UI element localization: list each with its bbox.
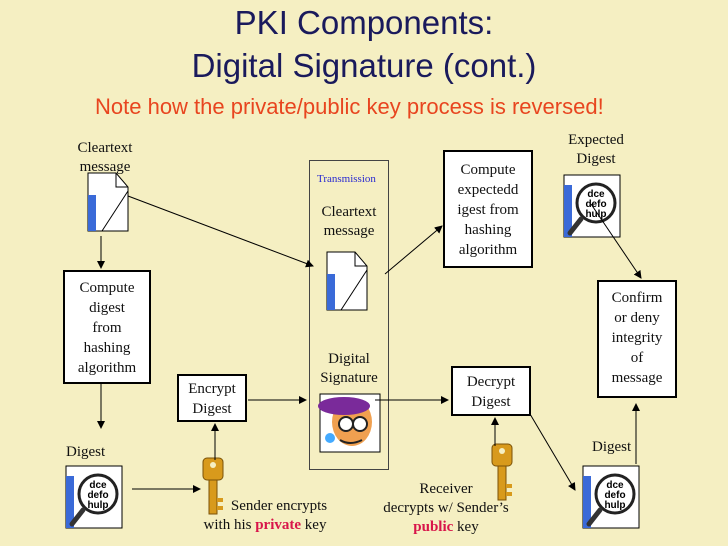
transmission-label: Transmission [317, 173, 376, 185]
slide-subtitle: Note how the private/public key process … [95, 94, 604, 119]
digest-left-label: Digest [66, 444, 106, 460]
compute-digest-box: Compute digest from hashing algorithm [63, 270, 151, 384]
transmitted-document-icon [326, 251, 368, 311]
digital-signature-label: Digital Signature [320, 351, 378, 386]
expected-digest-label: Expected Digest [568, 132, 624, 167]
encrypt-digest-box: Encrypt Digest [177, 374, 247, 422]
slide-title-line2: Digital Signature (cont.) [191, 47, 537, 84]
slide-title-line1: PKI Components: [234, 4, 494, 41]
transmitted-cleartext-label: Cleartext message [321, 204, 377, 239]
digest-right-label: Digest [592, 439, 632, 455]
decrypt-digest-box: Decrypt Digest [451, 366, 531, 416]
confirm-integrity-box: Confirm or deny integrity of message [597, 280, 677, 398]
sender-note: Sender encrypts with his private key [203, 498, 328, 533]
compute-expected-digest-box: Compute expectedd igest from hashing alg… [443, 150, 533, 268]
receiver-note: Receiver decrypts w/ Sender’s public key [383, 481, 509, 535]
digest-right-icon [583, 466, 639, 528]
cleartext-label: Cleartext message [77, 140, 133, 175]
cleartext-document-icon [87, 172, 129, 232]
signature-character-icon [318, 393, 381, 453]
digest-left-icon [66, 466, 122, 528]
